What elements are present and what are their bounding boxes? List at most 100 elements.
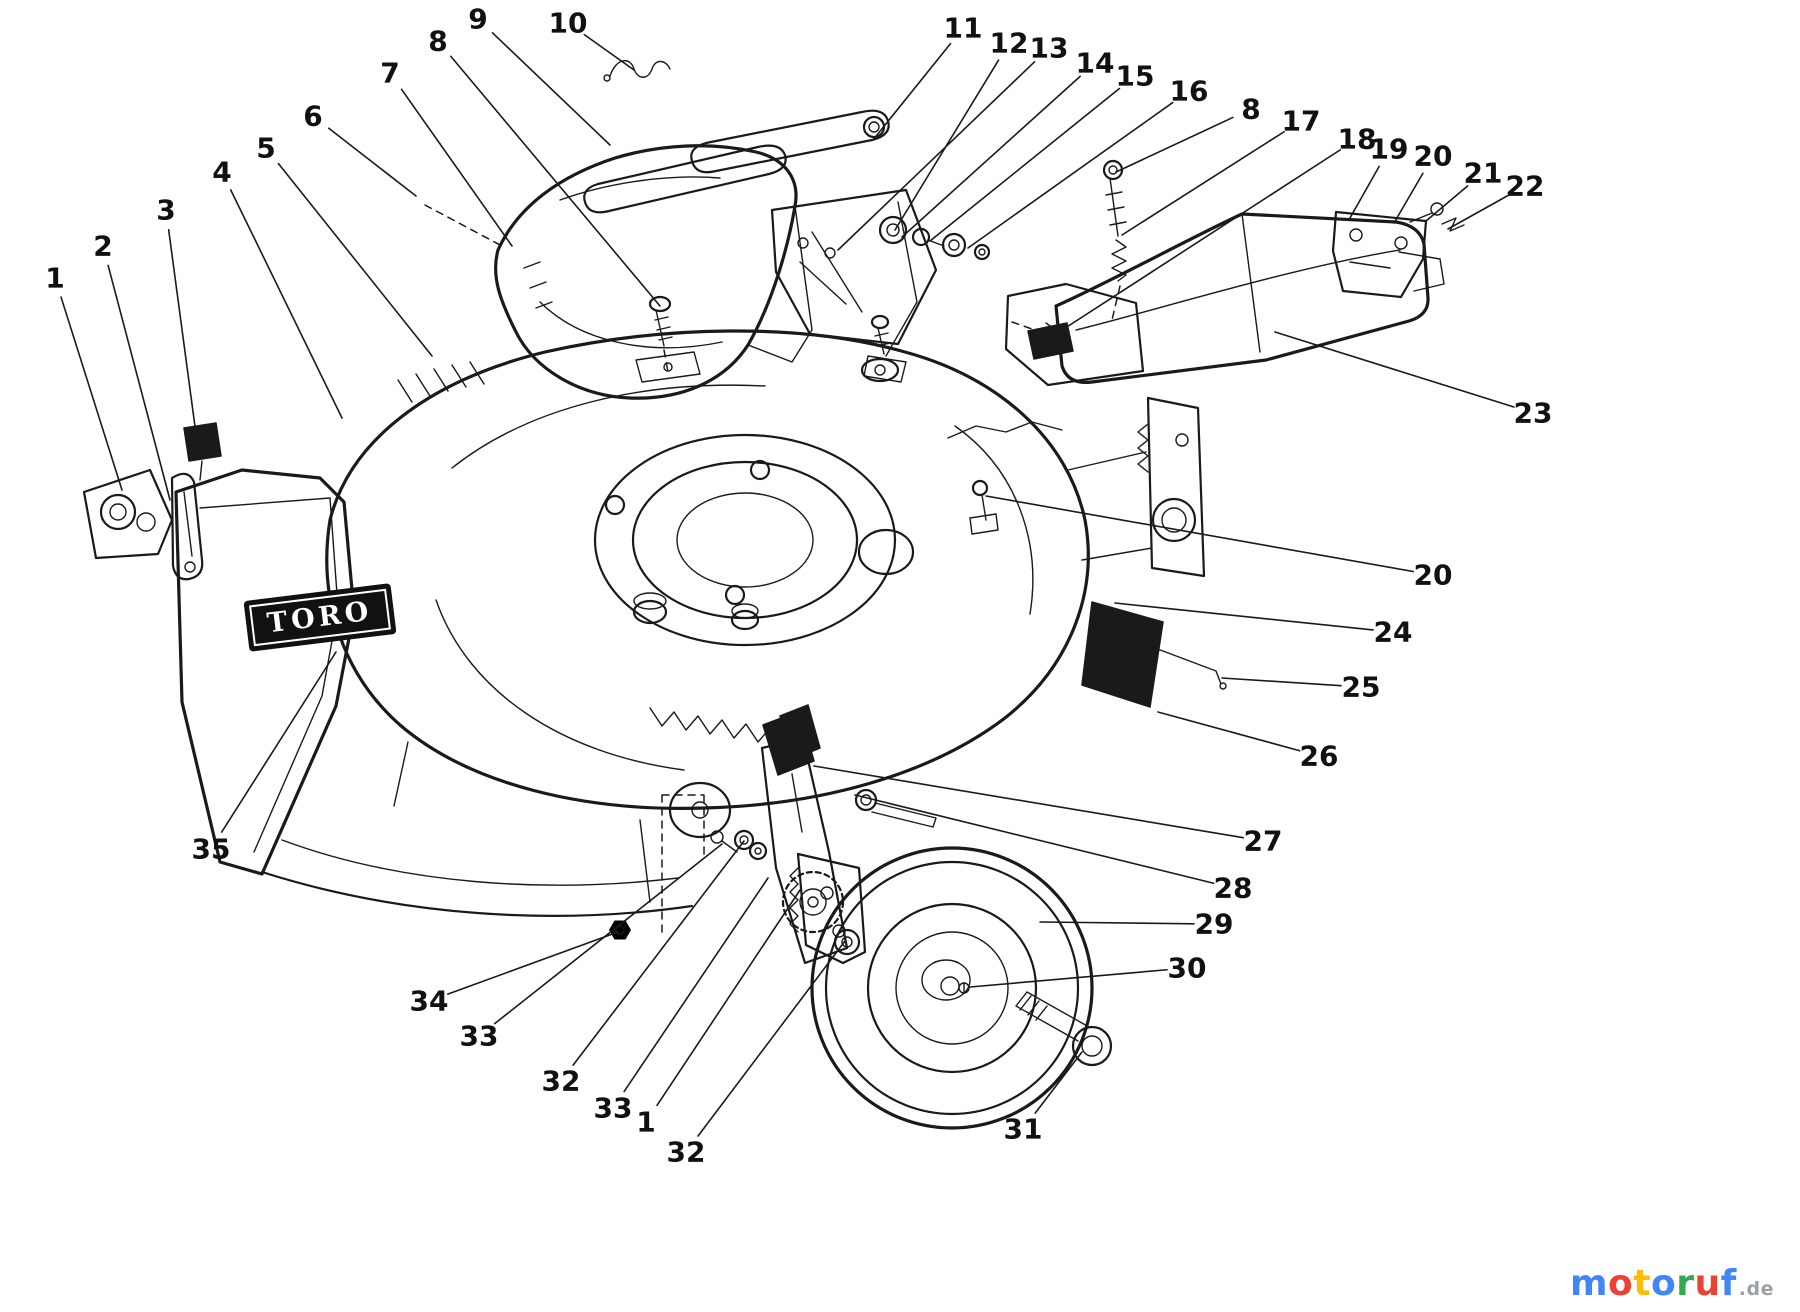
belt-cover-assembly <box>82 422 222 581</box>
leader-line-13-12 <box>837 61 1036 251</box>
leader-line-16-15 <box>967 101 1174 249</box>
part-callout-33-37: 33 <box>594 1092 633 1125</box>
part-callout-7-6: 7 <box>380 57 399 90</box>
handle-assembly <box>583 60 890 214</box>
leader-line-19-19 <box>1349 165 1380 219</box>
watermark-letter: t <box>1633 1263 1651 1304</box>
engine-shroud <box>494 144 813 400</box>
motoruf-watermark[interactable]: motoruf .de <box>1570 1263 1774 1304</box>
watermark-letter: f <box>1720 1263 1737 1304</box>
part-callout-1-0: 1 <box>45 262 64 295</box>
watermark-wordmark: motoruf <box>1570 1263 1737 1304</box>
part-callout-13-12: 13 <box>1030 32 1069 65</box>
watermark-letter: o <box>1650 1263 1677 1304</box>
part-callout-16-15: 16 <box>1170 75 1209 108</box>
part-callout-29-30: 29 <box>1195 908 1234 941</box>
discharge-chute <box>1004 212 1430 387</box>
part-callout-1-38: 1 <box>636 1106 655 1139</box>
part-callout-5-4: 5 <box>256 132 275 165</box>
leader-line-10-9 <box>583 33 635 71</box>
leader-line-21-21 <box>1425 185 1469 222</box>
part-callout-20-20: 20 <box>1414 140 1453 173</box>
part-callout-33-35: 33 <box>460 1020 499 1053</box>
leader-line-14-13 <box>901 75 1081 238</box>
leader-line-3-2 <box>167 229 197 435</box>
wheel-bolt <box>1015 991 1113 1067</box>
part-callout-9-8: 9 <box>468 3 487 36</box>
watermark-letter: r <box>1676 1263 1695 1304</box>
part-callout-4-3: 4 <box>212 156 231 189</box>
leader-line-32-36 <box>572 840 745 1066</box>
watermark-suffix: .de <box>1738 1278 1774 1300</box>
part-callout-35-33: 35 <box>192 833 231 866</box>
leader-line-4-3 <box>229 189 343 419</box>
leader-line-25-26 <box>1221 677 1342 687</box>
leader-line-17-17 <box>1121 130 1285 236</box>
leader-line-18-18 <box>1055 149 1342 335</box>
leader-line-32-39 <box>697 940 846 1137</box>
part-callout-3-2: 3 <box>156 194 175 227</box>
leader-line-30-31 <box>969 968 1168 988</box>
rubber-flap-and-rod <box>1081 601 1227 708</box>
part-callout-6-5: 6 <box>303 100 322 133</box>
leader-line-8-16 <box>1115 116 1234 173</box>
carriage-bolt-and-spring <box>1102 159 1127 321</box>
part-callout-11-10: 11 <box>944 12 983 45</box>
leader-line-33-37 <box>623 877 769 1093</box>
part-callout-26-27: 26 <box>1300 740 1339 773</box>
leader-line-31-32 <box>1034 1051 1083 1114</box>
leader-line-33-35 <box>493 843 723 1025</box>
control-bracket <box>424 188 991 383</box>
part-callout-24-25: 24 <box>1374 616 1413 649</box>
leader-line-8-7 <box>450 55 661 307</box>
part-callout-25-26: 25 <box>1342 671 1381 704</box>
part-callout-21-21: 21 <box>1464 157 1503 190</box>
part-callout-18-18: 18 <box>1338 123 1377 156</box>
part-callout-28-29: 28 <box>1214 872 1253 905</box>
leader-line-28-29 <box>854 794 1215 885</box>
part-callout-19-19: 19 <box>1370 133 1409 166</box>
leader-line-27-28 <box>813 765 1245 839</box>
rear-wheel <box>810 846 1094 1130</box>
rear-plate <box>969 396 1206 578</box>
part-callout-10-9: 10 <box>549 7 588 40</box>
part-callout-8-7: 8 <box>428 25 447 58</box>
height-adjuster-assembly <box>609 704 937 965</box>
watermark-letter: m <box>1570 1263 1609 1304</box>
leader-line-24-25 <box>1114 602 1374 631</box>
part-callout-30-31: 30 <box>1168 952 1207 985</box>
part-callout-23-23: 23 <box>1514 397 1553 430</box>
leader-line-29-30 <box>1039 921 1195 925</box>
part-callout-17-17: 17 <box>1282 105 1321 138</box>
part-callout-34-34: 34 <box>410 985 449 1018</box>
leader-line-1-0 <box>60 296 123 491</box>
part-callout-14-13: 14 <box>1076 47 1115 80</box>
part-callout-31-32: 31 <box>1004 1113 1043 1146</box>
hairpin-clip-icon <box>609 60 671 78</box>
leader-line-34-34 <box>446 931 619 995</box>
leader-line-7-6 <box>400 88 513 247</box>
part-callout-27-28: 27 <box>1244 825 1283 858</box>
leader-line-20-20 <box>1393 172 1424 224</box>
watermark-letter: u <box>1694 1263 1721 1304</box>
leader-line-35-33 <box>220 651 337 833</box>
leader-line-22-22 <box>1447 194 1509 230</box>
leader-line-15-14 <box>929 87 1121 242</box>
part-callout-12-11: 12 <box>990 27 1029 60</box>
leader-line-2-1 <box>107 264 171 501</box>
part-callout-8-16: 8 <box>1241 93 1260 126</box>
watermark-letter: o <box>1608 1263 1634 1304</box>
leader-line-23-23 <box>1274 331 1515 408</box>
leader-line-1-38 <box>656 889 801 1107</box>
part-callout-32-36: 32 <box>542 1065 581 1098</box>
leader-line-9-8 <box>491 32 611 146</box>
part-callout-22-22: 22 <box>1506 170 1545 203</box>
leader-line-20-24 <box>985 495 1415 573</box>
part-callout-20-24: 20 <box>1414 559 1453 592</box>
leader-line-5-4 <box>277 162 433 357</box>
part-callout-32-39: 32 <box>667 1136 706 1169</box>
part-callout-15-14: 15 <box>1116 60 1155 93</box>
